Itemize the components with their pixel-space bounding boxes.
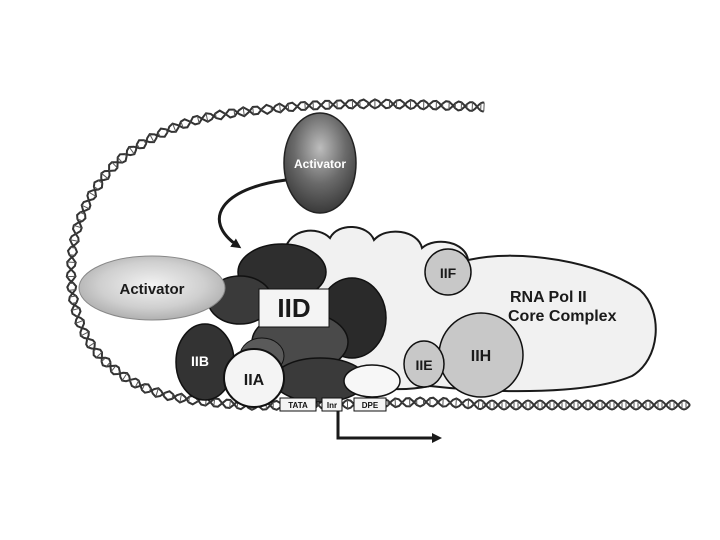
dna-base-pair [77, 218, 83, 222]
pol-ii-label-line2: Core Complex [508, 308, 617, 325]
iia-factor [223, 348, 285, 408]
dna-base-pair [87, 342, 96, 348]
dna-base-pair [163, 392, 166, 397]
dna-base-pair [171, 393, 174, 400]
iie-factor [403, 340, 445, 388]
activator-top [283, 112, 357, 214]
dna-base-pair [101, 357, 106, 362]
dna-base-pair [86, 338, 89, 341]
dna-base-pair [180, 121, 184, 128]
dna-base-pair [111, 161, 118, 169]
dna-base-pair [110, 365, 117, 373]
dna-base-pair [242, 107, 245, 117]
dna-base-pair [287, 103, 290, 111]
dna-base-pair [155, 388, 159, 397]
dpe-box [353, 397, 387, 412]
dna-base-pair [93, 186, 99, 190]
dna-base-pair [213, 398, 216, 407]
dna-base-pair [81, 204, 90, 210]
dna-base-pair [121, 372, 128, 381]
dna-base-pair [98, 180, 103, 184]
dna-base-pair [205, 113, 209, 122]
dna-base-pair [477, 400, 480, 409]
dna-base-pair [108, 169, 111, 172]
dna-base-pair [188, 396, 190, 403]
dna-base-pair [129, 379, 132, 382]
dna-base-pair [69, 239, 79, 242]
dna-base-pair [149, 133, 155, 143]
dna-base-pair [141, 383, 146, 391]
dna-base-pair [157, 131, 161, 137]
iid-label: IID [277, 293, 310, 323]
iid-label-box [258, 288, 330, 328]
transcription-start-arrow [336, 411, 442, 443]
dna-base-pair [88, 191, 97, 197]
dna-base-pair [80, 331, 90, 337]
dna-base-pair [75, 319, 84, 324]
iif-label: IIF [440, 265, 457, 281]
dna-base-pair [148, 388, 152, 392]
dna-base-pair [101, 172, 109, 180]
dna-base-pair [229, 399, 231, 409]
inr-box [321, 397, 343, 412]
dna-base-pair [304, 101, 306, 110]
iia-label: IIA [244, 372, 265, 389]
dna-base-pair [79, 211, 86, 216]
dna-base-pair [143, 139, 147, 145]
dna-strand-extension [485, 399, 691, 411]
tata-label: TATA [288, 401, 308, 410]
dna-base-pair [71, 301, 77, 304]
dna-base-pair [482, 401, 484, 409]
activator-left-label: Activator [119, 281, 184, 298]
iie-label: IIE [415, 357, 432, 373]
activation-arrow [217, 178, 287, 249]
dna-base-pair [233, 109, 236, 117]
dna-base-pair [172, 123, 177, 132]
dna-base-pair [68, 289, 76, 291]
iif-factor [424, 248, 472, 296]
activator-left [78, 255, 226, 321]
dna-base-pair [136, 143, 140, 149]
dna-base-pair [214, 113, 217, 119]
dna-base-pair [128, 146, 135, 155]
dna-base-pair [455, 398, 457, 408]
tata-box [279, 397, 317, 412]
iih-label: IIH [471, 348, 491, 365]
activator-top-label: Activator [294, 157, 346, 171]
dna-base-pair [279, 103, 281, 113]
dna-base-pair [69, 254, 75, 256]
dpe-label: DPE [362, 401, 379, 410]
pale-subunit [343, 364, 401, 398]
dna-base-pair [165, 129, 168, 133]
dna-base-pair [117, 371, 121, 375]
dna-base-pair [69, 295, 77, 298]
dna-base-pair [196, 115, 200, 124]
dna-base-pair [105, 361, 111, 367]
dna-strand-extension [485, 399, 691, 411]
dna-base-pair [124, 153, 127, 157]
dna-base-pair [117, 157, 123, 163]
dna-base-pair [252, 106, 254, 115]
dna-base-pair [179, 393, 182, 403]
dna-base-pair [95, 351, 103, 358]
iib-label: IIB [191, 353, 209, 369]
dna-base-pair [467, 399, 470, 409]
inr-label: Inr [327, 401, 337, 410]
pol-ii-label-line1: RNA Pol II [510, 289, 587, 306]
dna-base-pair [134, 380, 140, 388]
dna-base-pair [67, 261, 76, 263]
dna-base-pair [71, 307, 80, 311]
dna-base-pair [93, 348, 97, 352]
dna-base-pair [75, 314, 79, 317]
dna-base-pair [70, 246, 76, 249]
dna-base-pair [73, 224, 82, 229]
